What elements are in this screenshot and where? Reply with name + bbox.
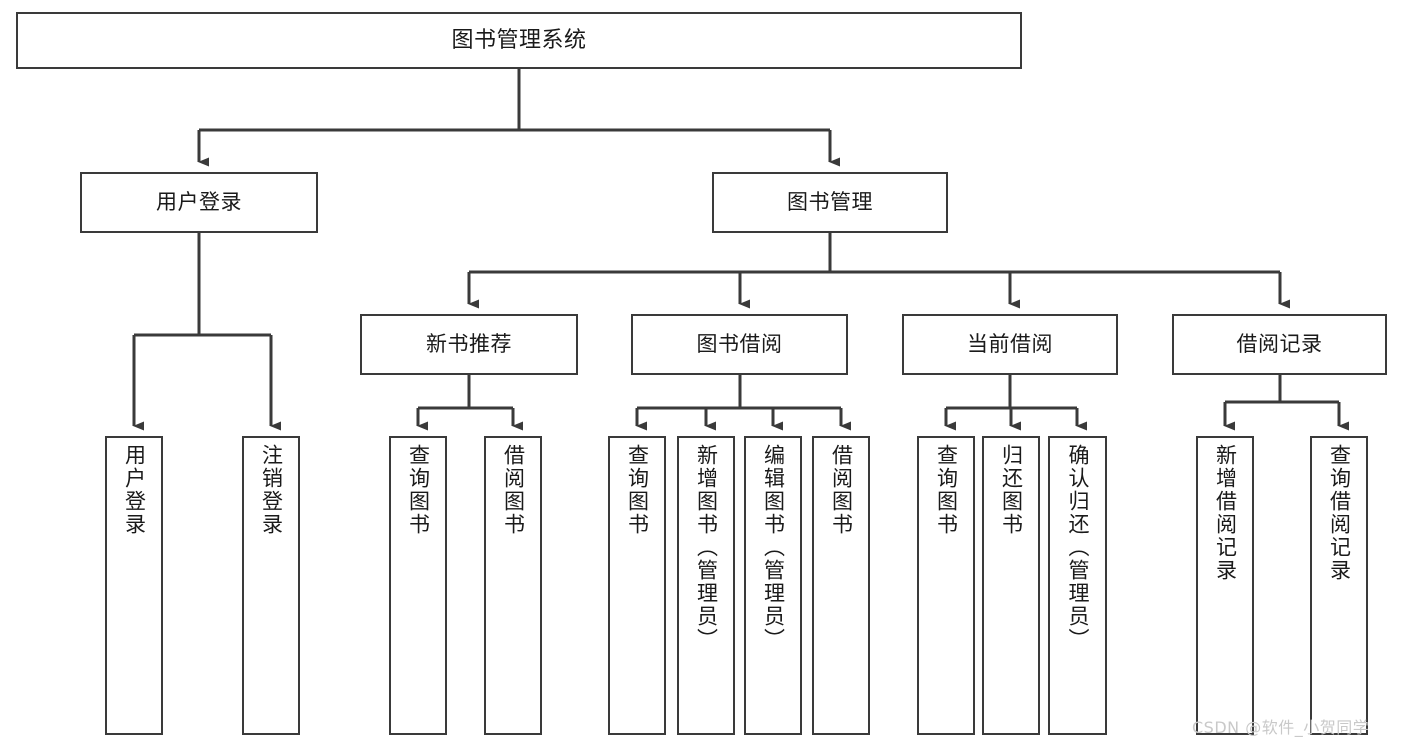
- node-leaf-edit-book-label: 编辑图书（管理员）: [761, 444, 786, 651]
- node-leaf-add-book[interactable]: 新增图书（管理员）: [677, 436, 735, 735]
- node-root-label: 图书管理系统: [451, 27, 587, 53]
- node-leaf-user-login-label: 用户登录: [122, 444, 147, 536]
- node-leaf-return-book[interactable]: 归还图书: [982, 436, 1040, 735]
- node-leaf-add-record[interactable]: 新增借阅记录: [1196, 436, 1254, 735]
- node-leaf-return-book-label: 归还图书: [999, 444, 1024, 536]
- node-leaf-confirm-return-label: 确认归还（管理员）: [1066, 444, 1090, 651]
- node-new-book-recommend-label: 新书推荐: [426, 332, 512, 357]
- node-leaf-query-book-1[interactable]: 查询图书: [389, 436, 447, 735]
- node-leaf-borrow-book-1[interactable]: 借阅图书: [484, 436, 542, 735]
- node-user-login[interactable]: 用户登录: [80, 172, 318, 233]
- node-leaf-borrow-book-1-label: 借阅图书: [501, 444, 526, 536]
- watermark: CSDN @软件_小贺同学: [1192, 718, 1370, 737]
- node-leaf-confirm-return[interactable]: 确认归还（管理员）: [1048, 436, 1107, 735]
- node-leaf-edit-book[interactable]: 编辑图书（管理员）: [744, 436, 802, 735]
- node-leaf-query-book-3-label: 查询图书: [934, 444, 959, 536]
- node-new-book-recommend[interactable]: 新书推荐: [360, 314, 578, 375]
- node-leaf-query-record[interactable]: 查询借阅记录: [1310, 436, 1368, 735]
- node-leaf-query-book-3[interactable]: 查询图书: [917, 436, 975, 735]
- node-leaf-query-book-1-label: 查询图书: [406, 444, 431, 536]
- node-borrow-record[interactable]: 借阅记录: [1172, 314, 1387, 375]
- node-leaf-add-record-label: 新增借阅记录: [1213, 444, 1238, 582]
- node-leaf-user-login[interactable]: 用户登录: [105, 436, 163, 735]
- node-leaf-query-book-2[interactable]: 查询图书: [608, 436, 666, 735]
- node-current-borrow[interactable]: 当前借阅: [902, 314, 1118, 375]
- node-leaf-add-book-label: 新增图书（管理员）: [694, 444, 719, 651]
- node-leaf-borrow-book-2-label: 借阅图书: [829, 444, 854, 536]
- node-book-borrow[interactable]: 图书借阅: [631, 314, 848, 375]
- node-book-manage-label: 图书管理: [787, 190, 873, 215]
- node-leaf-query-book-2-label: 查询图书: [625, 444, 650, 536]
- node-current-borrow-label: 当前借阅: [967, 332, 1053, 357]
- node-book-borrow-label: 图书借阅: [696, 332, 783, 357]
- node-leaf-user-logout[interactable]: 注销登录: [242, 436, 300, 735]
- node-user-login-label: 用户登录: [156, 190, 242, 215]
- node-leaf-user-logout-label: 注销登录: [259, 444, 284, 536]
- node-book-manage[interactable]: 图书管理: [712, 172, 948, 233]
- node-leaf-query-record-label: 查询借阅记录: [1327, 444, 1352, 582]
- node-borrow-record-label: 借阅记录: [1236, 332, 1323, 357]
- node-leaf-borrow-book-2[interactable]: 借阅图书: [812, 436, 870, 735]
- node-root[interactable]: 图书管理系统: [16, 12, 1022, 69]
